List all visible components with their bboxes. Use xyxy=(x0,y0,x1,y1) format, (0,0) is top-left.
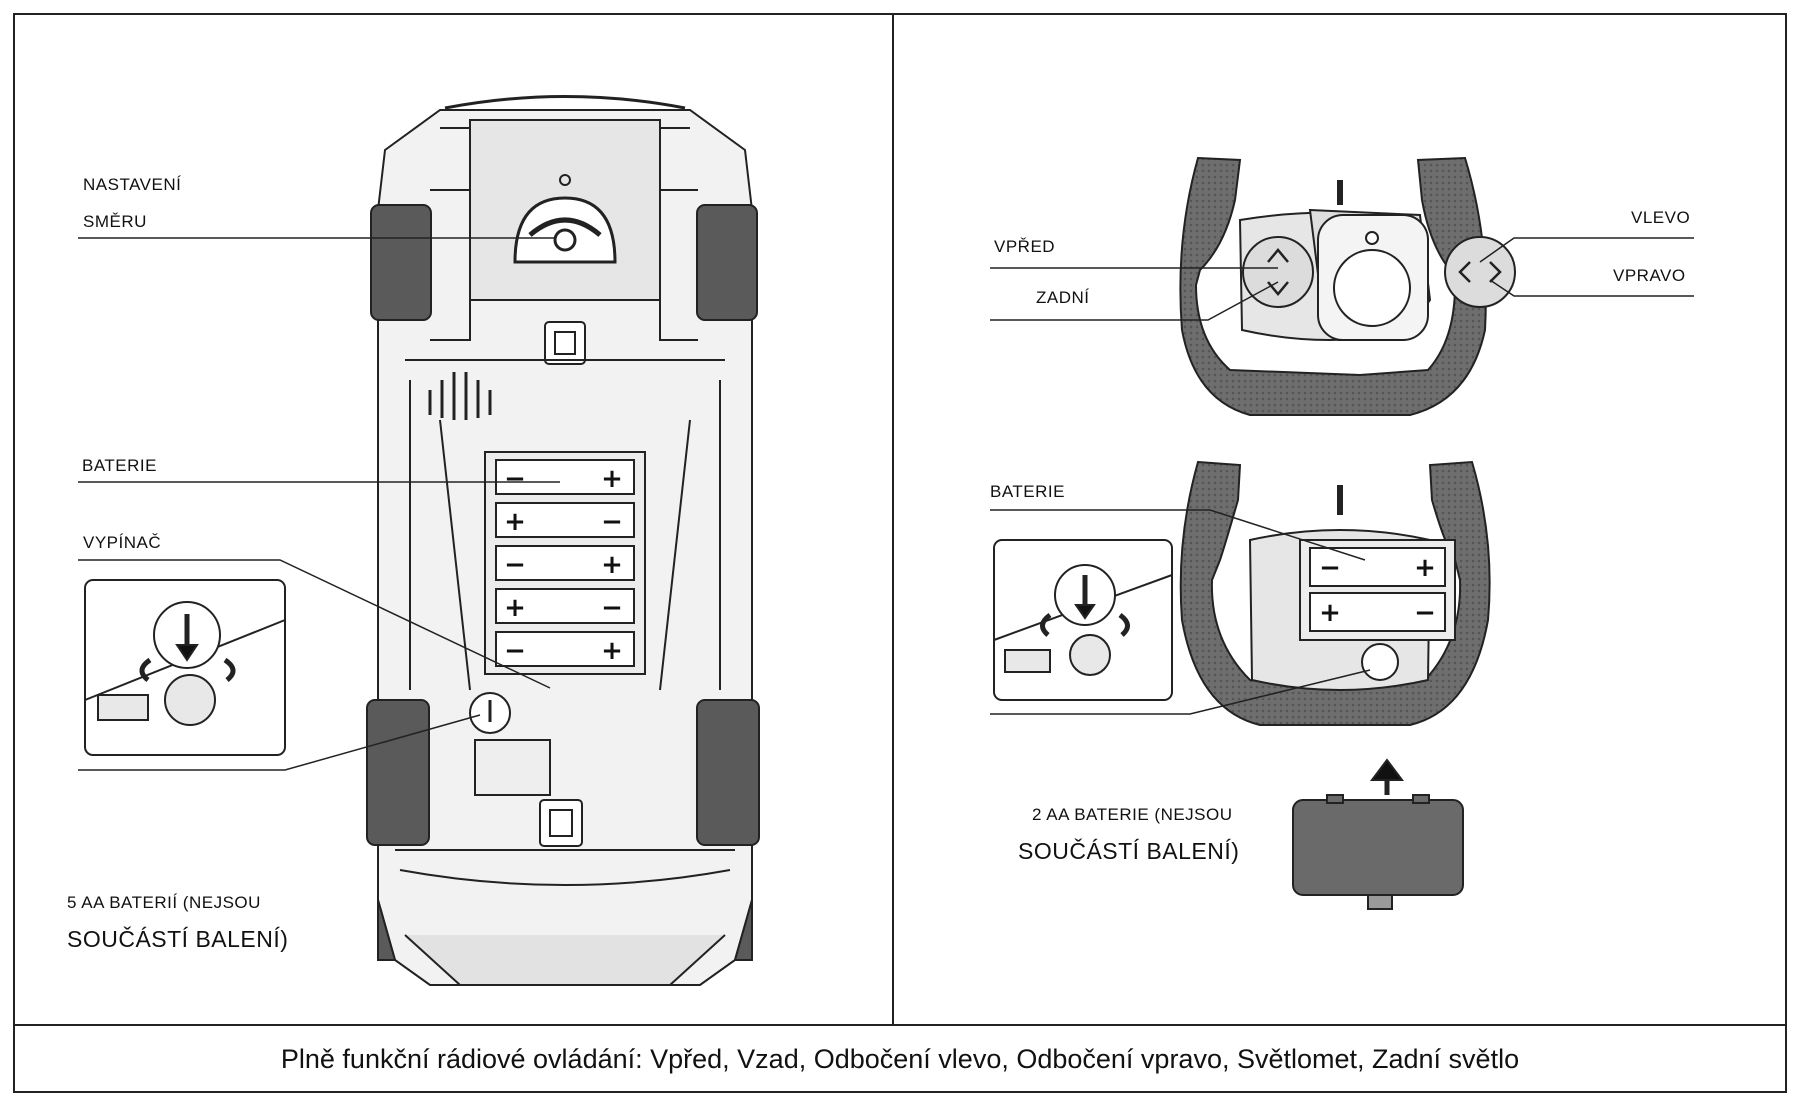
remote-battery-note-line1: 2 AA BATERIE (NEJSOU xyxy=(1032,805,1233,824)
direction-adjust-label-line2: SMĚRU xyxy=(83,212,147,231)
direction-adjust-label-line1: NASTAVENÍ xyxy=(83,175,182,194)
remote-battery-note-line2: SOUČÁSTÍ BALENÍ) xyxy=(1018,838,1240,864)
remote-leader-lines-bottom xyxy=(990,509,1371,715)
car-battery-5-left-sign: − xyxy=(504,636,526,666)
forward-label: VPŘED xyxy=(994,237,1056,256)
power-switch-label: VYPÍNAČ xyxy=(83,533,162,552)
remote-battery-2-right-sign: − xyxy=(1414,598,1436,628)
car-battery-4-right-sign: − xyxy=(601,593,623,623)
right-label: VPRAVO xyxy=(1613,266,1686,285)
car-battery-note-line1: 5 AA BATERIÍ (NEJSOU xyxy=(67,893,261,912)
car-battery-1-right-sign: + xyxy=(601,464,623,494)
car-battery-2-right-sign: − xyxy=(601,507,623,537)
remote-switch-inset xyxy=(993,539,1173,701)
feature-caption: Plně funkční rádiové ovládání: Vpřed, Vz… xyxy=(280,1043,1520,1074)
battery-cover xyxy=(1292,758,1464,910)
car-battery-label: BATERIE xyxy=(82,456,157,475)
panel-divider xyxy=(892,13,894,1025)
car-underside xyxy=(366,95,760,986)
remote-leader-lines-top xyxy=(990,237,1694,321)
remote-battery-1-left-sign: − xyxy=(1319,553,1341,583)
car-battery-5-right-sign: + xyxy=(601,636,623,666)
car-battery-2-left-sign: + xyxy=(504,507,526,537)
car-battery-4-left-sign: + xyxy=(504,593,526,623)
remote-front xyxy=(1179,156,1516,416)
caption-divider xyxy=(13,1024,1787,1026)
remote-battery-1-right-sign: + xyxy=(1414,553,1436,583)
remote-battery-2-left-sign: + xyxy=(1319,598,1341,628)
car-battery-1-left-sign: − xyxy=(504,464,526,494)
car-leader-lines xyxy=(78,237,560,771)
remote-back xyxy=(1179,460,1491,726)
switch-detail-inset xyxy=(84,579,286,756)
remote-battery-label: BATERIE xyxy=(990,482,1065,501)
left-label: VLEVO xyxy=(1631,208,1691,227)
car-battery-stack xyxy=(495,459,635,667)
back-label: ZADNÍ xyxy=(1036,288,1090,307)
car-battery-note-line2: SOUČÁSTÍ BALENÍ) xyxy=(67,926,289,952)
car-battery-3-left-sign: − xyxy=(504,550,526,580)
car-battery-3-right-sign: + xyxy=(601,550,623,580)
outer-frame xyxy=(13,13,1787,1093)
